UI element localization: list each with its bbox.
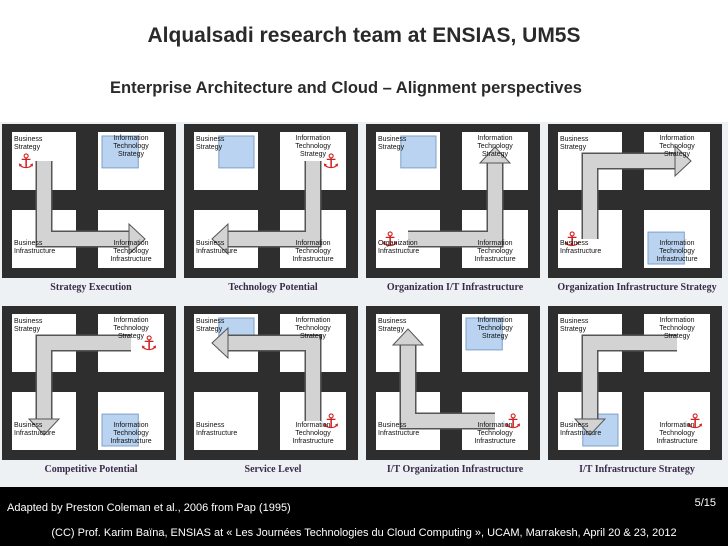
anchor-icon: ⚓	[686, 409, 704, 433]
arrow-head	[211, 222, 229, 256]
quadrant-label-tr: Information Technology Strategy	[659, 317, 695, 340]
panel-drawing: ⚓	[2, 124, 176, 278]
quadrant-label-tl: Business Strategy	[14, 136, 43, 151]
quadrant-label-tr: Information Technology Strategy	[295, 317, 331, 340]
quadrant-label-tl: Business Strategy	[196, 318, 225, 333]
highlight-box	[647, 231, 685, 265]
panel-caption: Strategy Execution	[50, 282, 132, 293]
quadrant-label-tr: Information Technology Strategy	[113, 317, 149, 340]
alignment-arrow	[408, 161, 502, 246]
quadrant-label-tl: Business Strategy	[14, 318, 43, 333]
arrow-head	[573, 418, 607, 436]
quadrant-box	[194, 392, 258, 450]
alignment-arrow	[37, 161, 131, 246]
arrow-head	[478, 146, 512, 164]
panel-caption: Organization Infrastructure Strategy	[557, 282, 717, 293]
panel-drawing: ⚓	[2, 306, 176, 460]
panel-caption: Competitive Potential	[44, 464, 138, 475]
alignment-arrow	[583, 336, 677, 421]
quadrant-label-bl: Business Infrastructure	[14, 240, 56, 255]
quadrant-label-br: Information Technology Infrastructure	[292, 422, 334, 445]
quadrant-label-br: Information Technology Infrastructure	[474, 422, 516, 445]
quadrant-label-br: Information Technology Infrastructure	[656, 240, 698, 263]
quadrant-label-bl: Business Infrastructure	[196, 422, 238, 437]
quadrant-label-bl: Business Infrastructure	[196, 240, 238, 255]
page-number: 5/15	[694, 497, 716, 509]
alignment-arrow	[401, 343, 495, 428]
quadrant-label-tl: Business Strategy	[560, 136, 589, 151]
quadrant-label-bl: Business Infrastructure	[560, 240, 602, 255]
quadrant-label-tl: Business Strategy	[378, 136, 407, 151]
quadrant-box	[644, 392, 710, 450]
highlight-box	[465, 317, 503, 351]
anchor-icon: ⚓	[504, 409, 522, 433]
quadrant-label-tr: Information Technology Strategy	[477, 135, 513, 158]
alignment-arrow	[37, 336, 131, 421]
panel-caption: I/T Organization Infrastructure	[386, 464, 524, 475]
anchor-icon: ⚓	[322, 409, 340, 433]
quadrant-label-tr: Information Technology Strategy	[113, 135, 149, 158]
panel-drawing: ⚓	[548, 124, 722, 278]
anchor-icon: ⚓	[381, 227, 399, 251]
anchor-icon: ⚓	[322, 149, 340, 173]
copyright-notice: (CC) Prof. Karim Baïna, ENSIAS at « Les …	[51, 527, 677, 539]
panel-caption: Technology Potential	[228, 282, 318, 293]
panel-drawing: ⚓	[548, 306, 722, 460]
quadrant-label-br: Information Technology Infrastructure	[474, 240, 516, 263]
highlight-box	[101, 135, 139, 169]
slide-title: Alqualsadi research team at ENSIAS, UM5S	[147, 24, 581, 47]
alignment-arrow	[583, 154, 677, 239]
quadrant-label-bl: Business Infrastructure	[378, 422, 420, 437]
quadrant-label-tl: Business Strategy	[560, 318, 589, 333]
arrow-head	[391, 328, 425, 346]
highlight-box	[101, 413, 139, 447]
quadrant-label-br: Information Technology Infrastructure	[656, 422, 698, 445]
quadrant-label-tr: Information Technology Strategy	[295, 135, 331, 158]
arrow-head	[674, 144, 692, 178]
panel-caption: I/T Infrastructure Strategy	[579, 464, 695, 475]
footer-bar	[0, 487, 728, 546]
panel-drawing: ⚓	[184, 306, 358, 460]
panel-drawing: ⚓	[366, 306, 540, 460]
alignment-arrow	[226, 161, 320, 246]
quadrant-label-tl: Business Strategy	[378, 318, 407, 333]
panel-caption: Service Level	[244, 464, 302, 475]
source-credit: Adapted by Preston Coleman et al., 2006 …	[7, 502, 291, 514]
quadrant-label-tl: Business Strategy	[196, 136, 225, 151]
slide-subtitle: Enterprise Architecture and Cloud – Alig…	[110, 79, 582, 97]
arrow-head	[128, 222, 146, 256]
quadrant-label-tr: Information Technology Strategy	[477, 317, 513, 340]
alignment-arrow	[226, 336, 320, 421]
quadrant-label-br: Information Technology Infrastructure	[292, 240, 334, 263]
quadrant-label-br: Information Technology Infrastructure	[110, 240, 152, 263]
quadrant-label-br: Information Technology Infrastructure	[110, 422, 152, 445]
highlight-box	[218, 135, 255, 169]
highlight-box	[400, 135, 437, 169]
anchor-icon: ⚓	[140, 331, 158, 355]
arrow-head	[211, 326, 229, 360]
quadrant-label-bl: Organization Infrastructure	[378, 240, 420, 255]
quadrant-label-tr: Information Technology Strategy	[659, 135, 695, 158]
quadrant-label-bl: Business Infrastructure	[560, 422, 602, 437]
anchor-icon: ⚓	[563, 227, 581, 251]
arrow-head	[27, 418, 61, 436]
quadrant-label-bl: Business Infrastructure	[14, 422, 56, 437]
panel-drawing: ⚓	[184, 124, 358, 278]
anchor-icon: ⚓	[17, 149, 35, 173]
panel-caption: Organization I/T Infrastructure	[386, 282, 524, 293]
panel-drawing: ⚓	[366, 124, 540, 278]
